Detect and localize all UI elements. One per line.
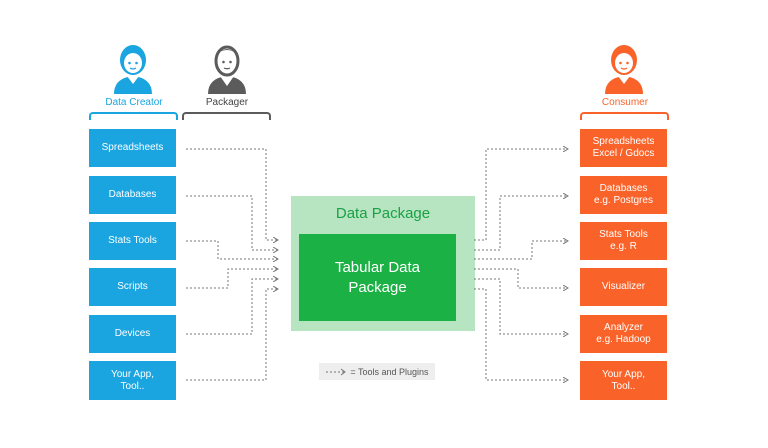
destination-stats-tools: Stats Tools e.g. R xyxy=(580,222,667,260)
consumer-bracket xyxy=(580,112,669,120)
arrow-source-2 xyxy=(186,195,278,250)
arrow-source-3 xyxy=(186,240,278,259)
destination-label: Stats Tools e.g. R xyxy=(599,229,648,252)
destination-label: Analyzer e.g. Hadoop xyxy=(596,322,651,345)
source-spreadsheets: Spreadsheets xyxy=(89,129,176,167)
source-stats-tools: Stats Tools xyxy=(89,222,176,260)
data-creator-icon xyxy=(114,45,152,94)
arrow-destination-2 xyxy=(474,196,568,251)
source-label: Devices xyxy=(114,328,151,339)
destination-label: Spreadsheets Excel / Gdocs xyxy=(592,136,655,159)
source-label: Stats Tools xyxy=(108,235,157,246)
destination-analyzer: Analyzer e.g. Hadoop xyxy=(580,315,667,353)
data-package-title: Data Package xyxy=(335,205,431,222)
role-label-packager: Packager xyxy=(205,97,249,108)
source-label: Databases xyxy=(108,189,157,200)
legend-label: = Tools and Plugins xyxy=(350,366,429,377)
source-label: Your App, Tool.. xyxy=(110,368,154,392)
source-your-app: Your App, Tool.. xyxy=(89,361,176,400)
destination-databases: Databases e.g. Postgres xyxy=(580,176,667,214)
destination-label: Visualizer xyxy=(601,281,646,292)
role-label-creator: Data Creator xyxy=(105,97,163,108)
creator-bracket xyxy=(89,112,178,120)
arrow-destination-3 xyxy=(474,241,568,260)
destination-label: Your App, Tool.. xyxy=(601,368,645,392)
consumer-icon xyxy=(605,45,643,94)
source-scripts: Scripts xyxy=(89,268,176,306)
dashed-arrow-icon xyxy=(326,368,347,375)
destination-your-app: Your App, Tool.. xyxy=(580,361,667,400)
source-label: Spreadsheets xyxy=(101,142,164,153)
arrow-destination-1 xyxy=(474,149,568,241)
destination-spreadsheets: Spreadsheets Excel / Gdocs xyxy=(580,129,667,167)
arrow-destination-4 xyxy=(474,268,568,288)
legend: = Tools and Plugins xyxy=(319,363,435,380)
arrow-destination-6 xyxy=(474,288,568,380)
arrow-source-6 xyxy=(186,289,278,381)
arrow-source-1 xyxy=(186,148,278,240)
destination-label: Databases e.g. Postgres xyxy=(594,183,653,206)
packager-bracket xyxy=(182,112,271,120)
source-label: Scripts xyxy=(117,281,148,292)
source-databases: Databases xyxy=(89,176,176,214)
arrow-destination-5 xyxy=(474,278,568,334)
destination-visualizer: Visualizer xyxy=(580,268,667,306)
arrow-source-4 xyxy=(186,269,278,289)
role-label-consumer: Consumer xyxy=(601,97,649,108)
tabular-data-package: Tabular Data Package xyxy=(299,234,456,321)
source-devices: Devices xyxy=(89,315,176,353)
arrow-source-5 xyxy=(186,279,278,335)
packager-icon xyxy=(208,45,246,94)
